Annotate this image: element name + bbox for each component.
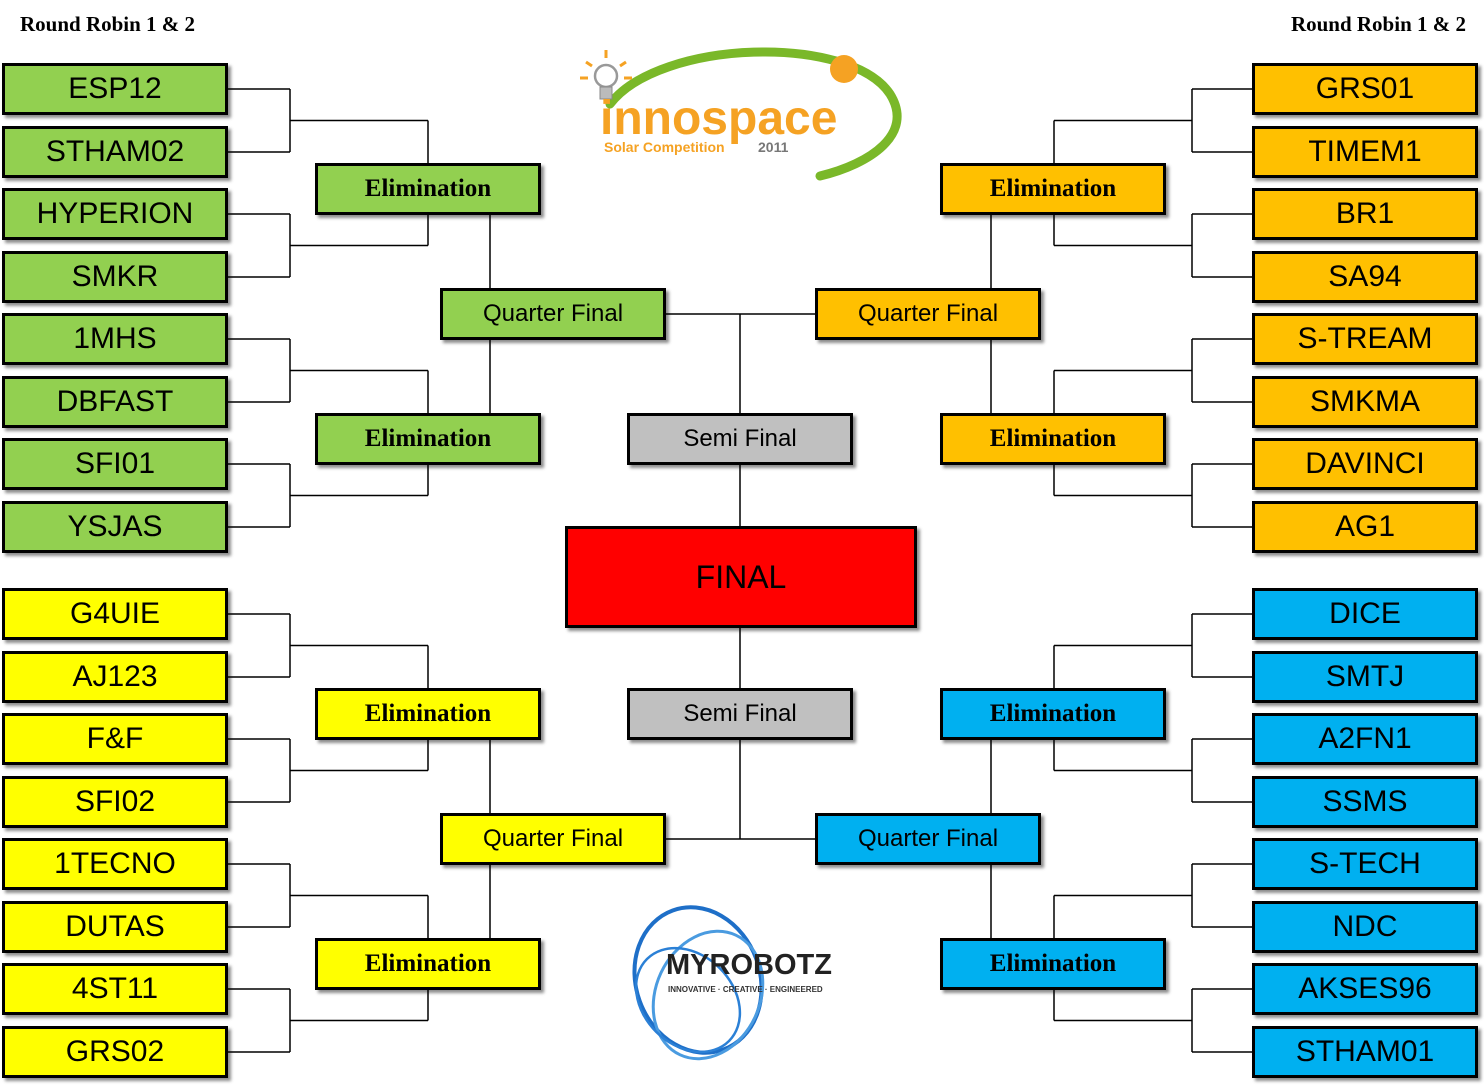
- team-box-bottom-right-5: S-TECH: [1252, 838, 1478, 890]
- elimination-box-top-left-2: Elimination: [315, 413, 541, 465]
- svg-text:Solar Competition: Solar Competition: [604, 139, 725, 155]
- quarter-final-box-bottom-right: Quarter Final: [815, 813, 1041, 865]
- team-box-bottom-right-8: STHAM01: [1252, 1026, 1478, 1078]
- quarter-final-box-top-left: Quarter Final: [440, 288, 666, 340]
- innospace-logo: innospace Solar Competition 2011: [580, 47, 902, 181]
- team-box-top-left-3: HYPERION: [2, 188, 228, 240]
- team-box-bottom-left-4: SFI02: [2, 776, 228, 828]
- team-box-top-right-5: S-TREAM: [1252, 313, 1478, 365]
- quarter-final-box-bottom-left: Quarter Final: [440, 813, 666, 865]
- team-box-top-left-6: DBFAST: [2, 376, 228, 428]
- semi-final-box-bottom: Semi Final: [627, 688, 853, 740]
- team-box-top-right-1: GRS01: [1252, 63, 1478, 115]
- svg-text:2011: 2011: [758, 139, 789, 155]
- elimination-box-top-right-2: Elimination: [940, 413, 1166, 465]
- team-box-top-right-3: BR1: [1252, 188, 1478, 240]
- team-box-bottom-left-3: F&F: [2, 713, 228, 765]
- team-box-bottom-left-2: AJ123: [2, 651, 228, 703]
- team-box-top-right-4: SA94: [1252, 251, 1478, 303]
- elimination-box-bottom-left-1: Elimination: [315, 688, 541, 740]
- team-box-bottom-left-8: GRS02: [2, 1026, 228, 1078]
- team-box-top-right-2: TIMEM1: [1252, 126, 1478, 178]
- elimination-box-top-left-1: Elimination: [315, 163, 541, 215]
- elimination-box-bottom-right-2: Elimination: [940, 938, 1166, 990]
- team-box-top-left-5: 1MHS: [2, 313, 228, 365]
- team-box-bottom-left-6: DUTAS: [2, 901, 228, 953]
- semi-final-box-top: Semi Final: [627, 413, 853, 465]
- svg-text:INNOVATIVE · CREATIVE · ENGINE: INNOVATIVE · CREATIVE · ENGINEERED: [668, 985, 823, 994]
- team-box-top-left-2: STHAM02: [2, 126, 228, 178]
- svg-text:MYROBOTZ: MYROBOTZ: [666, 949, 832, 981]
- team-box-bottom-left-1: G4UIE: [2, 588, 228, 640]
- elimination-box-top-right-1: Elimination: [940, 163, 1166, 215]
- team-box-top-left-4: SMKR: [2, 251, 228, 303]
- svg-text:innospace: innospace: [600, 92, 837, 145]
- team-box-top-left-1: ESP12: [2, 63, 228, 115]
- team-box-bottom-right-1: DICE: [1252, 588, 1478, 640]
- team-box-bottom-left-7: 4ST11: [2, 963, 228, 1015]
- team-box-bottom-left-5: 1TECNO: [2, 838, 228, 890]
- elimination-box-bottom-right-1: Elimination: [940, 688, 1166, 740]
- final-box: FINAL: [565, 526, 917, 628]
- team-box-top-left-7: SFI01: [2, 438, 228, 490]
- team-box-top-left-8: YSJAS: [2, 501, 228, 553]
- team-box-top-right-8: AG1: [1252, 501, 1478, 553]
- team-box-top-right-6: SMKMA: [1252, 376, 1478, 428]
- round-robin-header-left: Round Robin 1 & 2: [20, 12, 196, 36]
- team-box-bottom-right-3: A2FN1: [1252, 713, 1478, 765]
- team-box-top-right-7: DAVINCI: [1252, 438, 1478, 490]
- elimination-box-bottom-left-2: Elimination: [315, 938, 541, 990]
- team-box-bottom-right-2: SMTJ: [1252, 651, 1478, 703]
- myrobotz-logo: MYROBOTZ INNOVATIVE · CREATIVE · ENGINEE…: [632, 905, 832, 1061]
- lightbulb-icon: [580, 50, 632, 100]
- team-box-bottom-right-6: NDC: [1252, 901, 1478, 953]
- team-box-bottom-right-4: SSMS: [1252, 776, 1478, 828]
- round-robin-header-right: Round Robin 1 & 2: [1290, 12, 1466, 36]
- quarter-final-box-top-right: Quarter Final: [815, 288, 1041, 340]
- team-box-bottom-right-7: AKSES96: [1252, 963, 1478, 1015]
